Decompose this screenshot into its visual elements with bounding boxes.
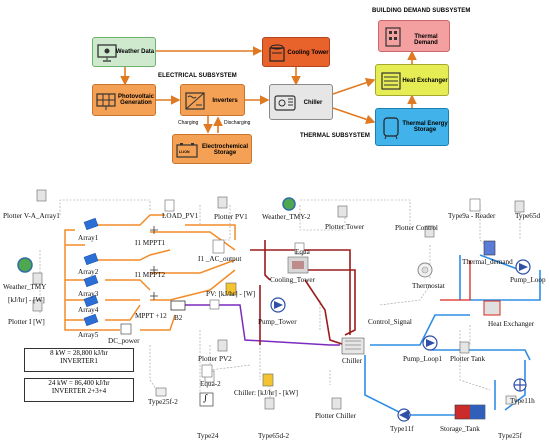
label-load-pv1: LOAD_PV1 bbox=[162, 212, 199, 220]
label-cooling-tower: Cooling_Tower bbox=[270, 276, 316, 284]
discharging-label: Discharging bbox=[224, 120, 251, 126]
label-array5: Array5 bbox=[78, 331, 99, 339]
label-type65d: Type65d bbox=[515, 212, 541, 220]
monitor-icon bbox=[97, 44, 117, 62]
heat-exchanger-label: Heat Exchanger bbox=[402, 78, 448, 84]
label-pump-loop: Pump_Loop bbox=[510, 276, 546, 284]
chiller-box: Chiller bbox=[269, 84, 333, 120]
electrical-subsystem-title: ELECTRICAL SUBSYSTEM bbox=[158, 73, 237, 79]
label-control-signal: Control_Signal bbox=[368, 318, 412, 326]
electrochemical-storage-box: LI-ION Electrochemical Storage bbox=[172, 134, 252, 164]
label-heat-exchanger: Heat Exchanger bbox=[488, 320, 535, 328]
label-equa: Equa bbox=[295, 248, 310, 256]
label-plotter-tower: Plotter Tower bbox=[325, 223, 365, 231]
pv-generation-label: Photovoltaic Generation bbox=[117, 94, 154, 107]
label-pump-loop1: Pump_Loop1 bbox=[403, 355, 443, 363]
label-type25f: Type25f bbox=[498, 432, 522, 440]
heat-exchanger-box: Heat Exchanger bbox=[375, 64, 449, 96]
inverter1-note-line2: INVERTER1 bbox=[60, 357, 98, 366]
chiller-label: Chiller bbox=[303, 100, 323, 106]
pv-generation-box: Photovoltaic Generation bbox=[92, 84, 156, 116]
label-type9a: Type9a - Reader bbox=[448, 212, 496, 220]
tes-label: Thermal Energy Storage bbox=[402, 121, 448, 134]
label-chiller: Chiller bbox=[342, 357, 362, 365]
label-plotter-control: Plotter Control bbox=[395, 224, 438, 232]
label-weather-tmy2: Weather_TMY-2 bbox=[262, 213, 311, 221]
tank-icon bbox=[383, 117, 399, 140]
battery-text: LI-ION bbox=[179, 150, 190, 154]
cooling-tower-label: Cooling Tower bbox=[287, 50, 329, 56]
electrochemical-storage-label: Electrochemical Storage bbox=[201, 144, 249, 157]
inverter1-note-line1: 8 kW = 28,800 kJ/hr bbox=[50, 349, 108, 357]
charging-label: Charging bbox=[178, 120, 199, 126]
label-type65d2: Type65d-2 bbox=[258, 432, 290, 440]
heat-exchanger-icon bbox=[381, 72, 401, 90]
solar-panel-icon bbox=[96, 93, 116, 110]
label-plotter-chiller: Plotter Chiller bbox=[315, 412, 356, 420]
label-storage-tank: Storage_Tank bbox=[440, 425, 480, 433]
label-mppt12: MPPT +12 bbox=[135, 312, 167, 320]
thermal-demand-box: Thermal Demand bbox=[378, 20, 450, 52]
label-pv-kj: PV: [kJ/hr] - [W] bbox=[206, 290, 256, 298]
inverter1-note: 8 kW = 28,800 kJ/hr INVERTER1 bbox=[24, 348, 134, 372]
label-equa2: Equa-2 bbox=[200, 380, 221, 388]
label-type11h: Type11h bbox=[510, 397, 535, 405]
label-i1-mppt1: I1 MPPT1 bbox=[135, 239, 166, 247]
label-type24: Type24 bbox=[197, 432, 219, 440]
label-i1-ac-output: I1 _AC_output bbox=[198, 255, 242, 263]
label-array4: Array4 bbox=[78, 306, 99, 314]
tes-box: Thermal Energy Storage bbox=[375, 108, 449, 146]
cooling-tower-icon bbox=[269, 44, 285, 62]
label-plotter-va: Plotter V-A_Array1 bbox=[3, 212, 60, 220]
label-dc-power: DC_power bbox=[108, 337, 140, 345]
label-weather-tmy: Weather_TMY bbox=[3, 283, 47, 291]
arrow-chiller-to-tes bbox=[332, 107, 376, 124]
weather-data-label: Weather Data bbox=[115, 49, 155, 55]
building-subsystem-title: BUILDING DEMAND SUBSYSTEM bbox=[372, 8, 471, 14]
inverter234-note-line2: INVERTER 2+3+4 bbox=[51, 387, 107, 396]
label-i1-mppt2: I1 MPPT2 bbox=[135, 271, 166, 279]
battery-icon bbox=[176, 143, 198, 158]
chiller-icon bbox=[274, 95, 296, 111]
building-icon bbox=[385, 27, 401, 47]
thermal-subsystem-title: THERMAL SUBSYSTEM bbox=[300, 133, 370, 139]
inverter234-note: 24 kW = 86,400 kJ/hr INVERTER 2+3+4 bbox=[24, 378, 134, 402]
label-thermal-demand: Thermal_demand bbox=[462, 258, 513, 266]
label-plotter-pv1: Plotter PV1 bbox=[214, 213, 248, 221]
label-array1: Array1 bbox=[78, 234, 99, 242]
label-plotter-pv2: Plotter PV2 bbox=[198, 355, 232, 363]
weather-data-box: Weather Data bbox=[92, 37, 156, 67]
label-pump-tower: Pump_Tower bbox=[258, 318, 297, 326]
label-array3: Array3 bbox=[78, 290, 99, 298]
cooling-tower-box: Cooling Tower bbox=[262, 37, 330, 67]
label-type11f: Type11f bbox=[390, 425, 414, 433]
inverter234-note-line1: 24 kW = 86,400 kJ/hr bbox=[48, 379, 110, 387]
label-b2: B2 bbox=[174, 314, 183, 322]
label-kjhr-w: [kJ/hr] - [W] bbox=[8, 296, 45, 304]
inverters-box: Inverters bbox=[180, 84, 245, 116]
thermal-demand-label: Thermal Demand bbox=[414, 34, 438, 47]
inverter-icon bbox=[185, 92, 205, 110]
label-type25f2: Type25f-2 bbox=[148, 398, 178, 406]
inverters-label: Inverters bbox=[212, 98, 238, 104]
arrow-chiller-to-heat-exchanger bbox=[332, 78, 376, 95]
label-array2: Array2 bbox=[78, 268, 99, 276]
label-plotter-tank: Plotter Tank bbox=[450, 355, 486, 363]
label-plotter-iw: Plotter I [W] bbox=[8, 318, 45, 326]
label-thermostat: Thermostat bbox=[412, 282, 445, 290]
label-chiller-kj: Chiller: [kJ/hr] - [kW] bbox=[234, 389, 299, 397]
type24-symbol: ∫ bbox=[203, 394, 208, 404]
